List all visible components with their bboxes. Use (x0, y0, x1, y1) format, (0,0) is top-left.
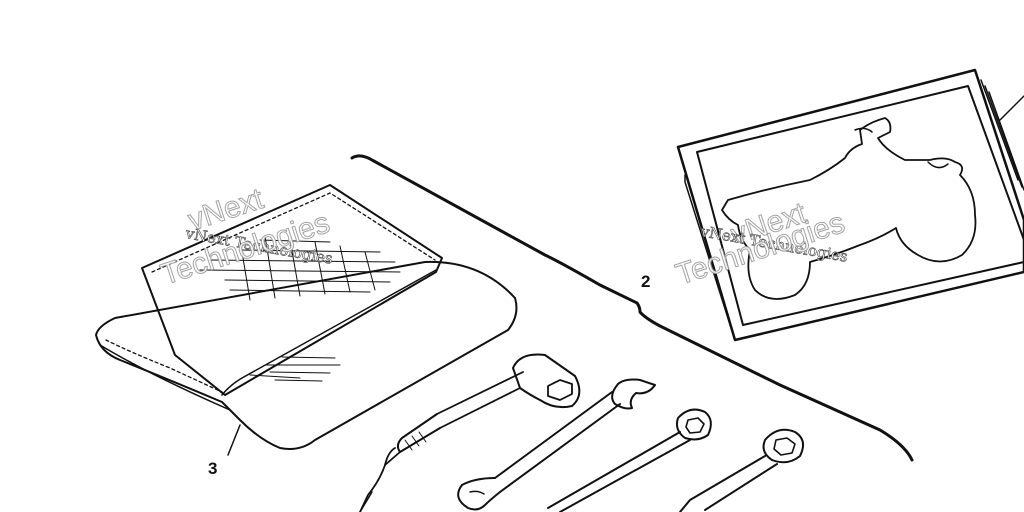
socket-wrench (436, 353, 581, 429)
handle-bar-tool (359, 413, 441, 512)
callout-manual-label: 2 (641, 272, 650, 291)
leader-lines (227, 424, 373, 512)
tool-kit-bracket (350, 154, 914, 462)
atv-outline-illustration (721, 117, 977, 300)
ring-spanner (679, 428, 805, 512)
owners-manual (676, 68, 1024, 342)
box-end-wrench (547, 408, 712, 512)
tool-bag (95, 184, 518, 450)
watermark-right: vNext vNext Technologies Technologies (671, 196, 849, 292)
callout-tool-bag-label: 3 (208, 459, 217, 478)
open-end-wrench (457, 378, 656, 511)
